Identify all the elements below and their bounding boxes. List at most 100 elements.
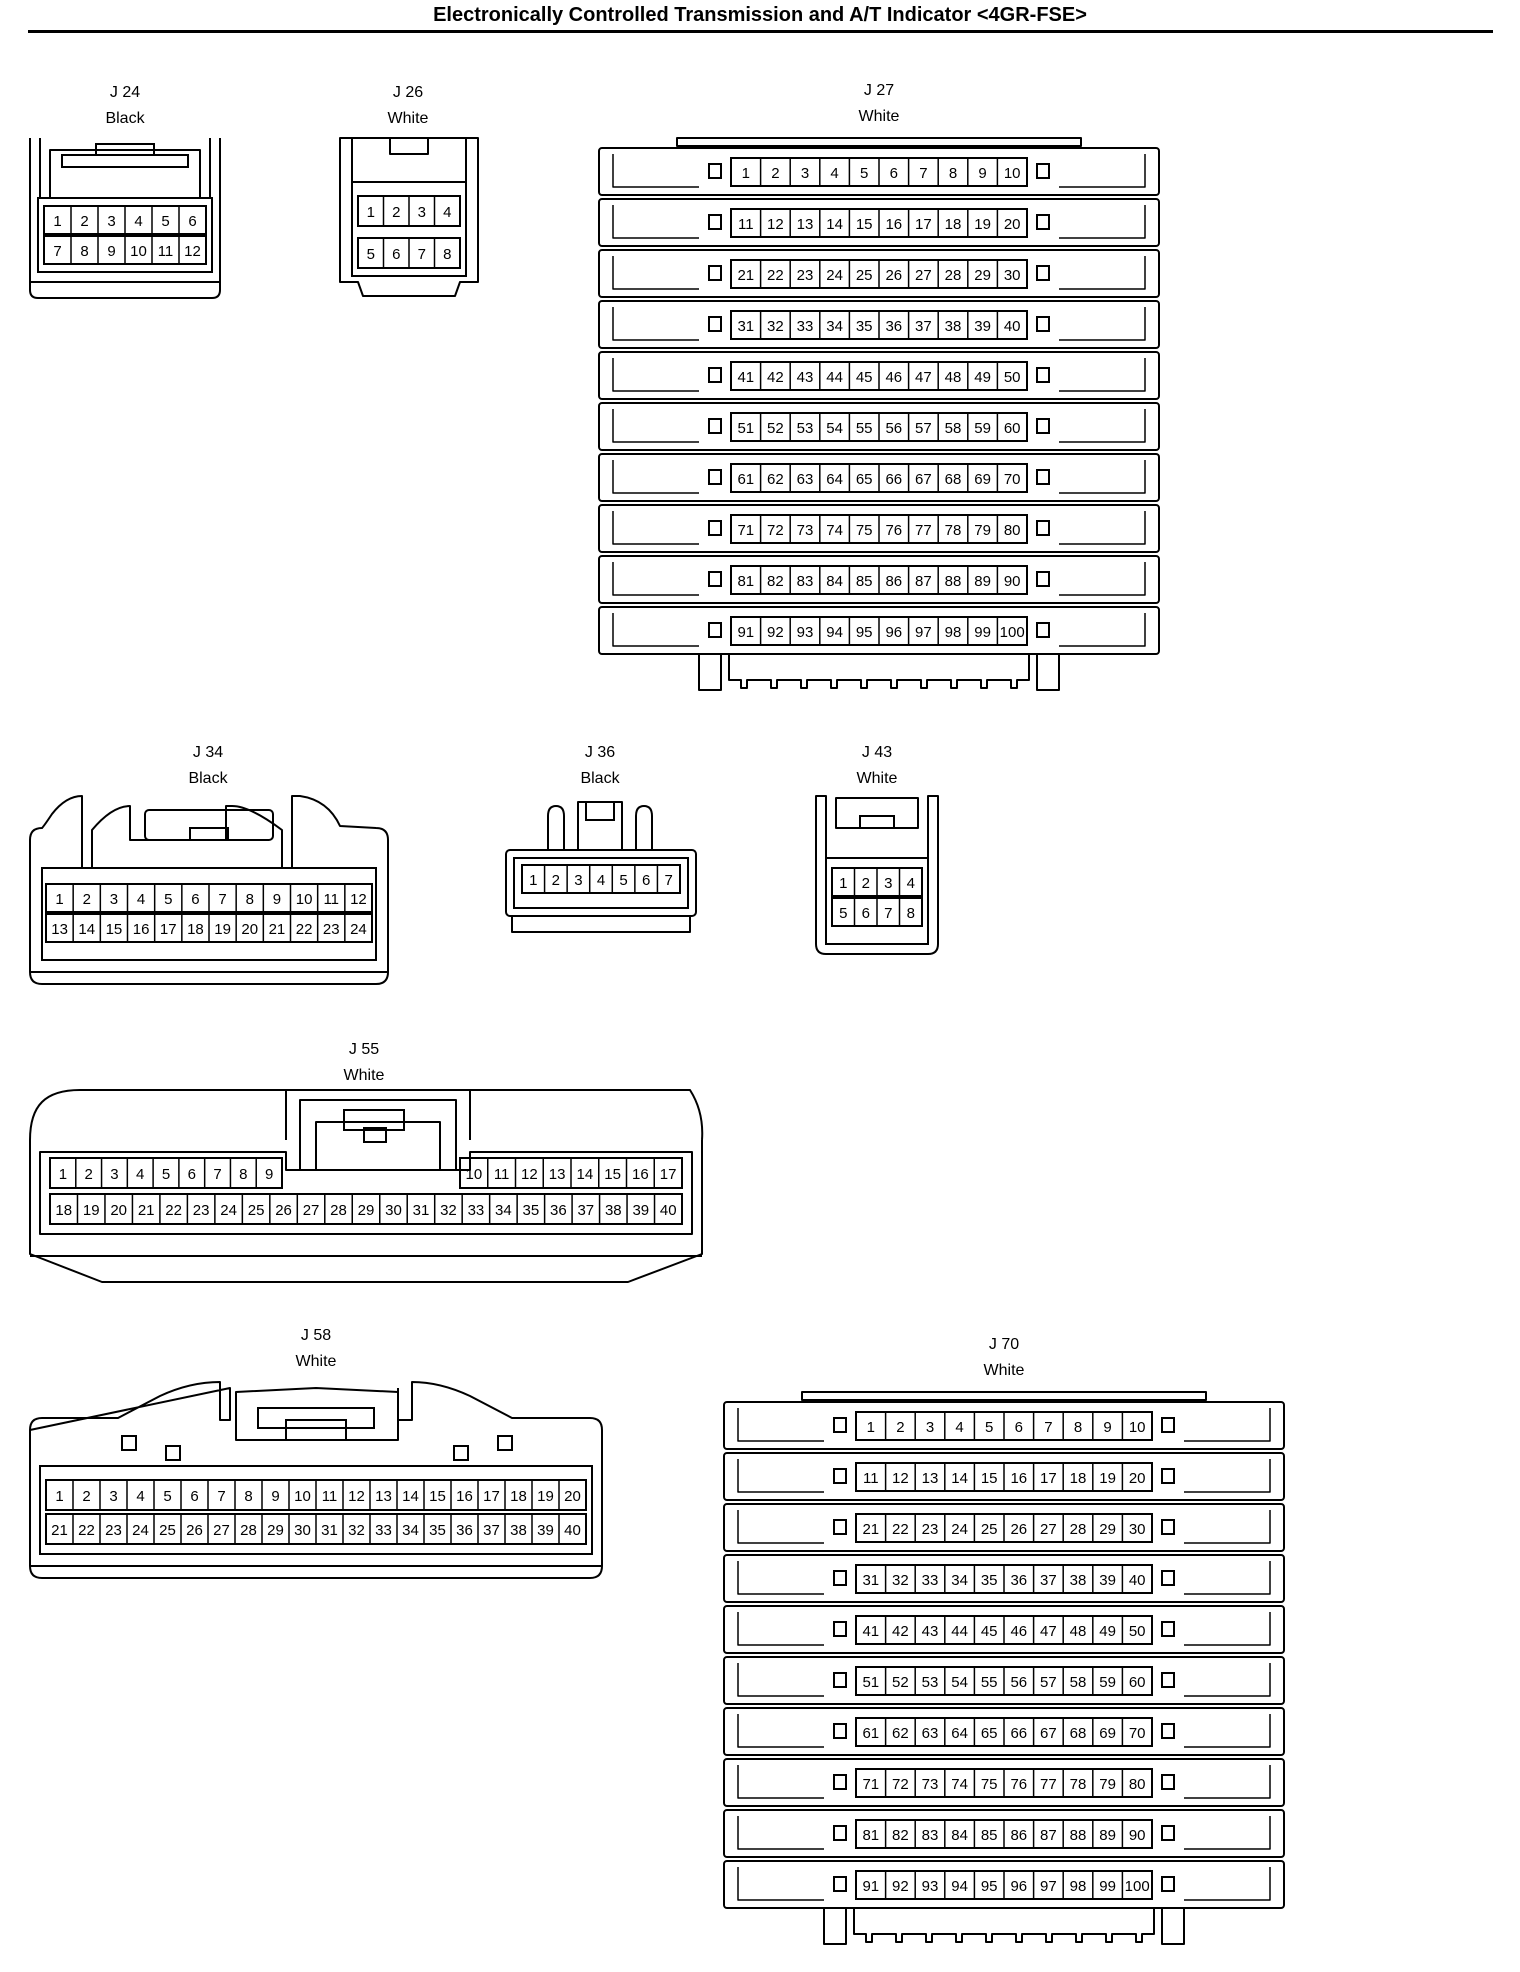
pin-number: 12 [767,216,784,233]
connector-color: White [296,1353,337,1370]
pin-number: 4 [955,1419,963,1436]
pin-number: 33 [375,1522,392,1539]
pin-number: 22 [165,1202,182,1219]
pin-number: 17 [1040,1470,1057,1487]
connector-id: J 26 [393,84,423,101]
housing-line [737,1765,824,1799]
connector-id: J 24 [110,84,140,101]
pin-number: 81 [862,1827,879,1844]
housing-line [853,1908,1155,1943]
pin-number: 22 [78,1522,95,1539]
pin-number: 38 [945,318,962,335]
pin-number: 6 [1015,1419,1023,1436]
pin-number: 17 [483,1488,500,1505]
pin-number: 54 [951,1674,968,1691]
pin-number: 7 [217,1488,225,1505]
housing-line [351,181,467,277]
pin-number: 31 [737,318,754,335]
pin-number: 30 [385,1202,402,1219]
pin-number: 3 [109,1488,117,1505]
housing-line [737,1714,824,1748]
pin-number: 5 [162,1166,170,1183]
housing-line [1036,265,1050,281]
housing-line [1184,1459,1271,1493]
pin-number: 26 [1010,1521,1027,1538]
pin-number: 11 [863,1470,879,1487]
pin-number: 24 [132,1522,149,1539]
housing-line [612,154,699,188]
housing-line [1059,613,1146,647]
pin-number: 55 [856,420,873,437]
pin-number: 18 [55,1202,72,1219]
housing-line [1184,1612,1271,1646]
pin-number: 83 [797,573,814,590]
pin-number: 98 [1070,1878,1087,1895]
housing-line [1184,1765,1271,1799]
housing-line [823,1908,847,1945]
pin-number: 45 [856,369,873,386]
pin-number: 30 [294,1522,311,1539]
pin-number: 32 [440,1202,457,1219]
housing-line [708,622,722,638]
connector-color: Black [105,110,145,127]
pin-number: 40 [1129,1572,1146,1589]
housing-line [815,795,939,955]
pin-number: 18 [187,921,204,938]
housing-line [833,1876,847,1892]
pin-number: 34 [826,318,843,335]
pin-number: 54 [826,420,843,437]
pin-number: 3 [110,1166,118,1183]
housing-line [737,1459,824,1493]
pin-number: 62 [767,471,784,488]
housing-line [612,358,699,392]
housing-line [577,801,623,850]
pin-number: 67 [1040,1725,1057,1742]
housing-line [723,1809,1285,1858]
pin-number: 2 [82,1488,90,1505]
housing-line [513,857,689,909]
pin-number: 21 [269,921,286,938]
housing-line [1161,1417,1175,1433]
pin-number: 85 [981,1827,998,1844]
housing-line [737,1816,824,1850]
pin-number: 61 [862,1725,879,1742]
housing-line [1161,1774,1175,1790]
housing-line [39,1151,693,1235]
pin-number: 16 [1010,1470,1027,1487]
housing-line [1184,1867,1271,1901]
pin-number: 40 [564,1522,581,1539]
housing-line [737,1510,824,1544]
housing-line [511,916,691,933]
pin-number: 68 [945,471,962,488]
pin-number: 7 [418,246,426,263]
connector-color: White [388,110,429,127]
pin-number: 30 [1129,1521,1146,1538]
housing-line [1059,358,1146,392]
pin-number: 19 [974,216,991,233]
connector-id: J 43 [862,744,892,761]
housing-line [708,163,722,179]
pin-number: 10 [1004,165,1021,182]
pin-number: 5 [163,1488,171,1505]
housing-line [708,520,722,536]
housing-line [1059,205,1146,239]
pin-number: 90 [1004,573,1021,590]
pin-number: 31 [413,1202,430,1219]
pin-number: 17 [915,216,932,233]
pin-number: 3 [574,872,582,889]
housing-line [521,864,681,894]
housing-line [39,1465,593,1555]
housing-line [612,460,699,494]
pin-number: 22 [892,1521,909,1538]
pin-number: 38 [605,1202,622,1219]
pin-number: 3 [418,204,426,221]
pin-number: 91 [862,1878,879,1895]
housing-line [723,1554,1285,1603]
pin-number: 56 [1010,1674,1027,1691]
housing-line [1059,154,1146,188]
pin-number: 11 [738,216,754,233]
pin-number: 21 [737,267,754,284]
